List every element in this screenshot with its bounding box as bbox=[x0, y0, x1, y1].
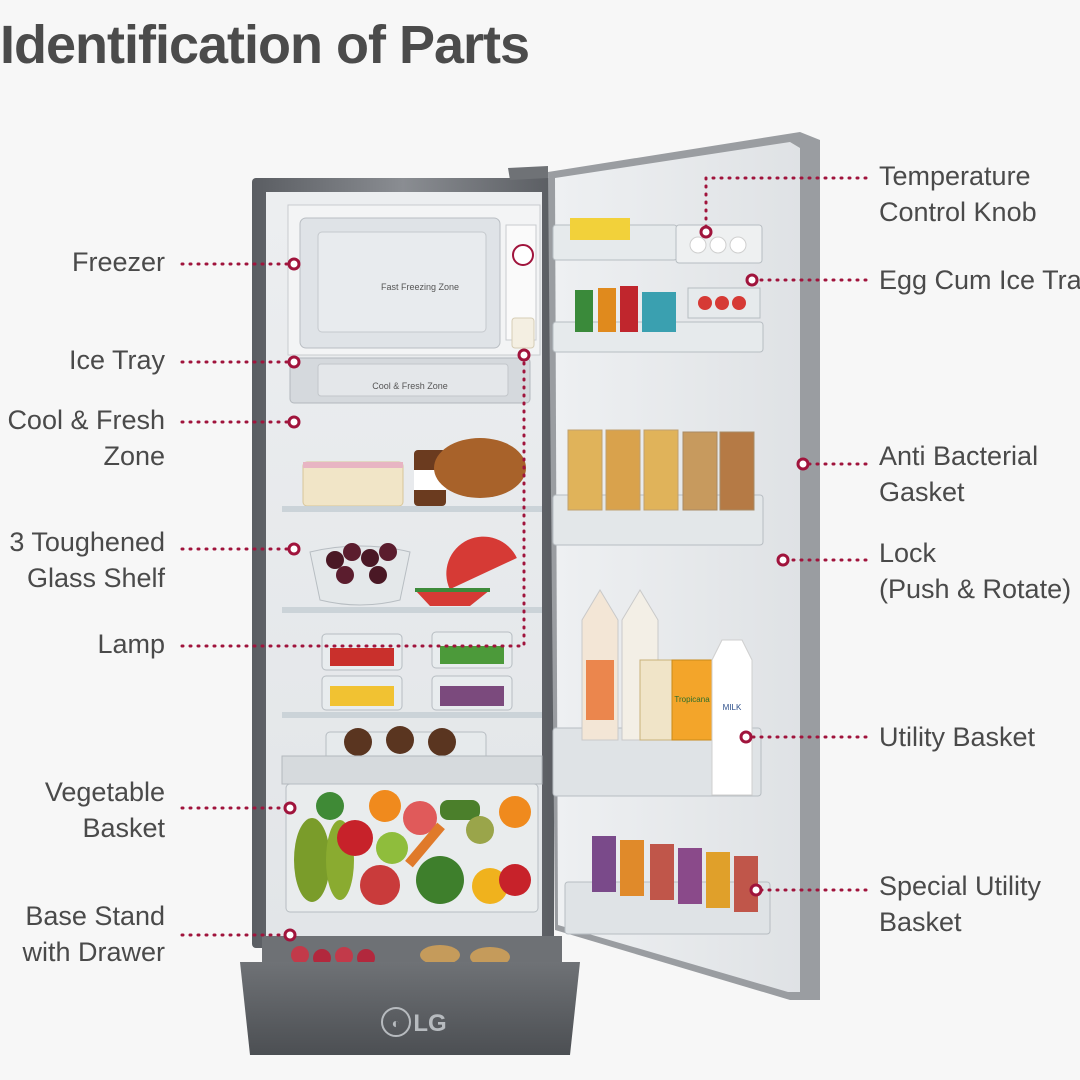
tropicana-text: Tropicana bbox=[674, 695, 710, 704]
ice-tray-marker bbox=[287, 355, 301, 369]
gasket-marker bbox=[796, 457, 810, 471]
label-freezer: Freezer bbox=[72, 244, 165, 280]
label-line: Zone bbox=[103, 441, 165, 471]
label-lamp: Lamp bbox=[97, 626, 165, 662]
label-line: Temperature bbox=[879, 161, 1031, 191]
base-stand-art: ◐ LG bbox=[240, 936, 580, 1055]
lamp-cover bbox=[511, 317, 535, 349]
label-vegetable-basket: Vegetable Basket bbox=[45, 774, 165, 846]
label-temperature-control-knob: Temperature Control Knob bbox=[879, 158, 1037, 230]
label-special-utility-basket: Special Utility Basket bbox=[879, 868, 1041, 940]
freezer-compartment: Fast Freezing Zone bbox=[287, 204, 541, 356]
lock-marker bbox=[776, 553, 790, 567]
label-line: Egg Cum Ice Tray bbox=[879, 265, 1080, 295]
label-base-stand: Base Stand with Drawer bbox=[22, 898, 165, 970]
fast-freezing-zone-text: Fast Freezing Zone bbox=[381, 282, 459, 292]
temperature-knob[interactable] bbox=[512, 244, 534, 266]
label-line: Anti Bacterial bbox=[879, 441, 1039, 471]
leader-lines-left bbox=[180, 262, 526, 937]
freezer-marker bbox=[287, 257, 301, 271]
leader-dots-left bbox=[283, 257, 531, 942]
label-line: Lamp bbox=[97, 629, 165, 659]
label-line: (Push & Rotate) bbox=[879, 574, 1072, 604]
special-utility-basket-marker bbox=[749, 883, 763, 897]
milk-text: MILK bbox=[723, 703, 742, 712]
label-line: Vegetable bbox=[44, 777, 165, 807]
leader-lines-right bbox=[704, 176, 868, 892]
utility-basket-marker bbox=[739, 730, 753, 744]
label-line: Basket bbox=[82, 813, 165, 843]
page-title: Identification of Parts bbox=[0, 15, 530, 75]
label-line: Ice Tray bbox=[68, 345, 165, 375]
cool-fresh-marker bbox=[287, 415, 301, 429]
label-line: Glass Shelf bbox=[26, 563, 165, 593]
leader-dots-right bbox=[699, 225, 810, 897]
svg-text:◐: ◐ bbox=[392, 1015, 400, 1031]
label-egg-cum-ice-tray: Egg Cum Ice Tray bbox=[879, 262, 1080, 298]
label-line: Special Utility bbox=[879, 871, 1042, 901]
shelf-1-items bbox=[282, 438, 542, 512]
glass-shelf-marker bbox=[287, 542, 301, 556]
label-line: Base Stand bbox=[25, 901, 165, 931]
label-line: Control Knob bbox=[879, 197, 1037, 227]
label-anti-bacterial-gasket: Anti Bacterial Gasket bbox=[879, 438, 1038, 510]
label-line: Freezer bbox=[71, 247, 165, 277]
label-lock: Lock (Push & Rotate) bbox=[879, 535, 1071, 607]
egg-tray-marker bbox=[745, 273, 759, 287]
vegetable-basket-art bbox=[281, 755, 543, 913]
label-line: Gasket bbox=[879, 477, 965, 507]
label-cool-fresh-zone: Cool & Fresh Zone bbox=[7, 402, 165, 474]
label-line: 3 Toughened bbox=[9, 527, 165, 557]
door: Tropicana MILK bbox=[508, 132, 820, 1000]
label-line: Lock bbox=[879, 538, 937, 568]
vegetable-basket-marker bbox=[283, 801, 297, 815]
brand-logo: LG bbox=[413, 1010, 446, 1037]
label-glass-shelf: 3 Toughened Glass Shelf bbox=[9, 524, 165, 596]
label-line: Basket bbox=[879, 907, 962, 937]
base-stand-marker bbox=[283, 928, 297, 942]
cool-fresh-tray: Cool & Fresh Zone bbox=[289, 357, 531, 404]
label-line: Cool & Fresh bbox=[7, 405, 165, 435]
label-utility-basket: Utility Basket bbox=[879, 719, 1035, 755]
label-line: Utility Basket bbox=[879, 722, 1036, 752]
lamp-marker bbox=[517, 348, 531, 362]
temperature-knob-marker bbox=[699, 225, 713, 239]
cool-fresh-zone-text: Cool & Fresh Zone bbox=[372, 381, 448, 391]
label-ice-tray: Ice Tray bbox=[69, 342, 165, 378]
shelf-2-items bbox=[282, 536, 542, 613]
shelf-3-items bbox=[282, 631, 542, 718]
label-line: with Drawer bbox=[22, 937, 165, 967]
